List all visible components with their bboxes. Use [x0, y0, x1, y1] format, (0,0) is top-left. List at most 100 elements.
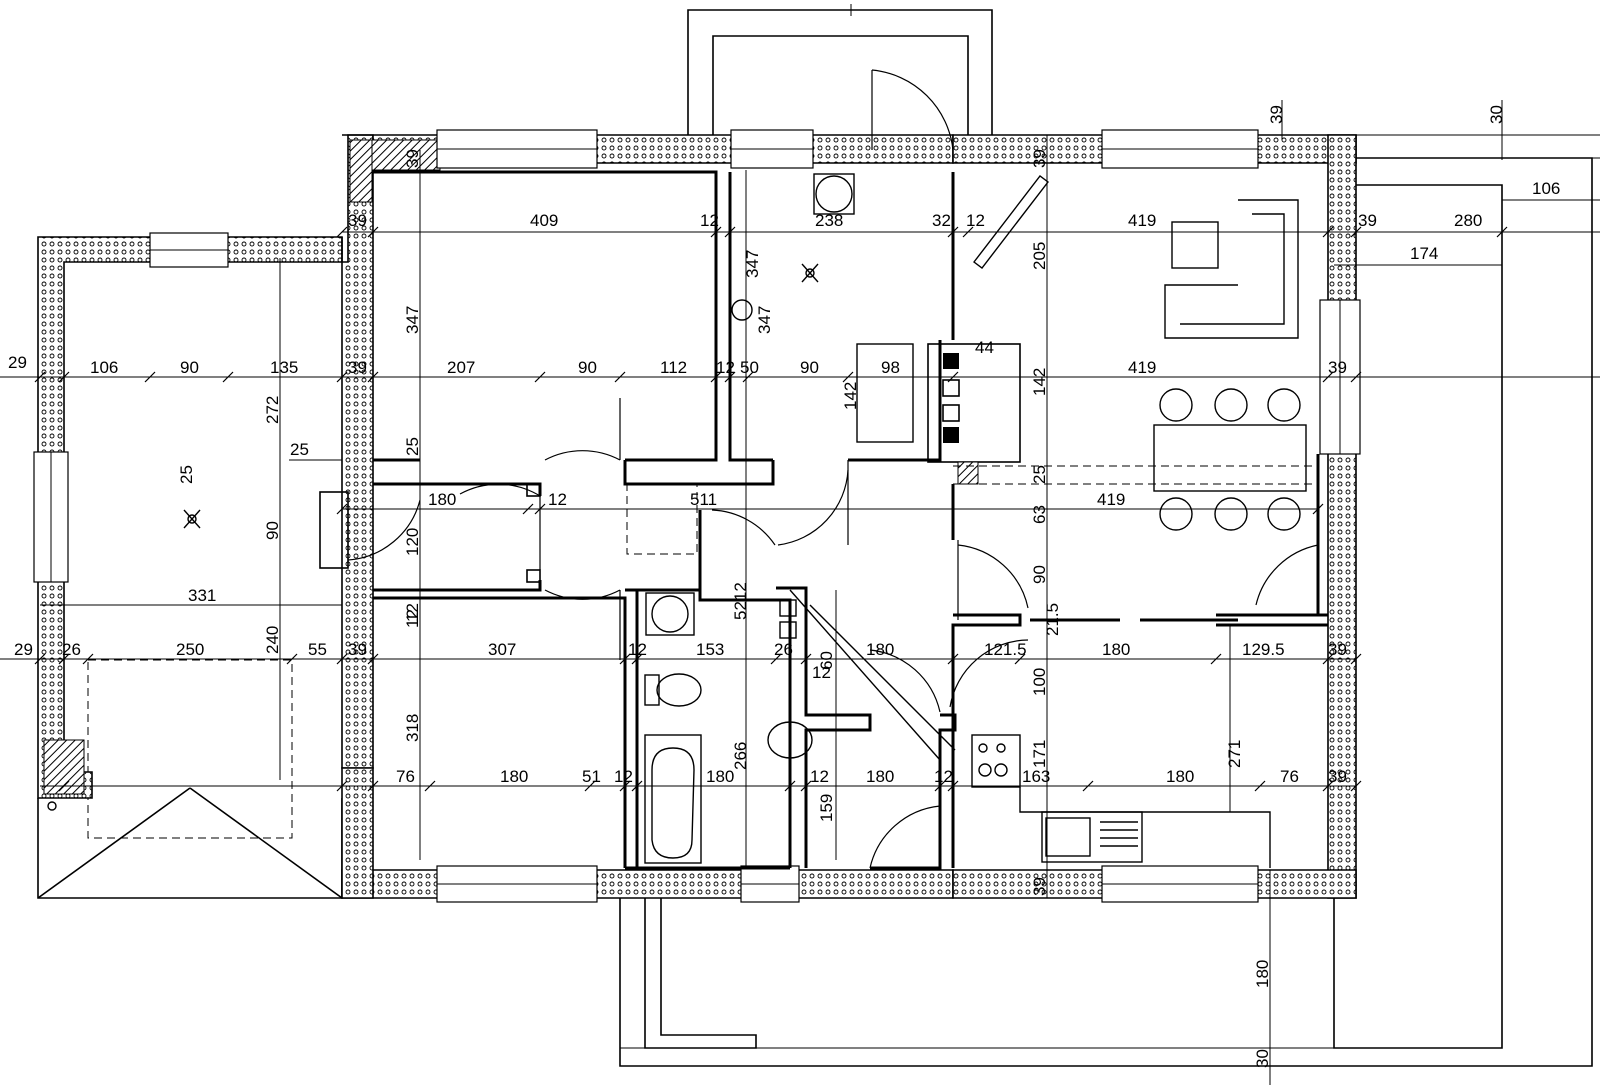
dim-76b: 76: [1280, 767, 1299, 786]
dimension-tick: [58, 371, 70, 383]
dimension-tick: [336, 371, 348, 383]
dimension-tick: [1014, 653, 1026, 665]
dim-v-25c: 25: [1030, 465, 1049, 484]
dim-v-25a: 25: [177, 465, 196, 484]
dimension-tick: [336, 503, 348, 515]
dimension-tick: [534, 503, 546, 515]
dim-39d: 39: [1328, 358, 1347, 377]
dim-207: 207: [447, 358, 475, 377]
dimension-tick: [1082, 780, 1094, 792]
dim-129-5: 129.5: [1242, 640, 1285, 659]
dim-39f: 39: [1328, 640, 1347, 659]
dim-v-30a: 30: [1487, 105, 1506, 124]
dim-90c: 90: [800, 358, 819, 377]
dimension-tick: [584, 780, 596, 792]
dim-12d: 12: [548, 490, 567, 509]
dimension-tick: [1496, 226, 1508, 238]
dimension-tick: [770, 653, 782, 665]
dimension-tick: [1350, 371, 1362, 383]
dimension-tick: [522, 503, 534, 515]
dimension-tick: [1350, 226, 1362, 238]
dim-511: 511: [690, 490, 717, 509]
dimension-tick: [1322, 371, 1334, 383]
dimension-tick: [82, 653, 94, 665]
dim-112: 112: [660, 358, 687, 377]
dim-v-205: 205: [1030, 242, 1049, 270]
dim-153: 153: [696, 640, 724, 659]
dim-39e: 39: [348, 640, 367, 659]
dimension-tick: [1322, 226, 1334, 238]
dim-v-63: 63: [1030, 505, 1049, 524]
dim-180g: 180: [1166, 767, 1194, 786]
dimension-tick: [619, 780, 631, 792]
entrance-porch: [687, 4, 993, 135]
dimension-tick: [631, 653, 643, 665]
dim-v-39d: 39: [1030, 877, 1049, 896]
dim-32: 32: [932, 211, 951, 230]
dim-180a: 180: [428, 490, 456, 509]
dimension-tick: [222, 371, 234, 383]
dim-29a: 29: [8, 353, 27, 372]
dim-55: 55: [308, 640, 327, 659]
dim-v-39a: 39: [403, 149, 422, 168]
dim-174: 174: [1410, 244, 1438, 263]
dim-238: 238: [815, 211, 843, 230]
dim-v-240: 240: [263, 626, 282, 654]
dimension-tick: [1210, 653, 1222, 665]
dimension-tick: [947, 371, 959, 383]
dim-180f: 180: [866, 767, 894, 786]
dim-12a: 12: [700, 211, 719, 230]
dim-39g: 39: [1328, 767, 1347, 786]
dimension-tick: [34, 371, 46, 383]
dimension-tick: [784, 780, 796, 792]
dim-v-347a: 347: [403, 306, 422, 334]
dim-419b: 419: [1128, 358, 1156, 377]
dim-12e: 12: [628, 640, 647, 659]
dimension-tick: [1322, 653, 1334, 665]
dim-12i: 12: [934, 767, 953, 786]
dimension-tick: [534, 371, 546, 383]
dim-v-12a: 12: [403, 603, 422, 622]
dim-180b: 180: [866, 640, 894, 659]
dim-90a: 90: [180, 358, 199, 377]
furniture: [183, 173, 1318, 868]
dim-v-318: 318: [403, 714, 422, 742]
dim-12h: 12: [810, 767, 829, 786]
dim-180d: 180: [500, 767, 528, 786]
dim-v-100: 100: [1030, 668, 1049, 696]
dim-v-272: 272: [263, 396, 282, 424]
dimension-tick: [631, 780, 643, 792]
dimension-tick: [1322, 780, 1334, 792]
dimension-tick: [724, 371, 736, 383]
dimension-tick: [1312, 503, 1324, 515]
dim-180c: 180: [1102, 640, 1130, 659]
dimension-tick: [742, 371, 754, 383]
dim-v-347b: 347: [743, 250, 762, 278]
dimension-tick: [842, 371, 854, 383]
dimension-tick: [1350, 653, 1362, 665]
horizontal-dimensions: 39 409 12 238 32 12 419 39 280 106 174 2…: [8, 179, 1560, 786]
dimension-tick: [336, 226, 348, 238]
dimension-tick: [947, 780, 959, 792]
dimension-tick: [367, 780, 379, 792]
dimension-tick: [34, 653, 46, 665]
dimension-tick: [367, 226, 379, 238]
carport: [37, 659, 343, 899]
dim-39c: 39: [348, 358, 367, 377]
dimension-ticks: [34, 226, 1508, 792]
dim-90b: 90: [578, 358, 597, 377]
dimension-tick: [1350, 780, 1362, 792]
dim-v-142b: 142: [1030, 368, 1049, 396]
dimension-tick: [367, 371, 379, 383]
dimension-tick: [800, 653, 812, 665]
dimension-tick: [934, 780, 946, 792]
dim-12f: 12: [812, 663, 831, 682]
dim-25a: 25: [290, 440, 309, 459]
right-terrace: [619, 157, 1593, 1067]
dim-26b: 26: [774, 640, 793, 659]
dim-50: 50: [740, 358, 759, 377]
dim-v-180: 180: [1253, 960, 1272, 988]
dimension-tick: [336, 653, 348, 665]
